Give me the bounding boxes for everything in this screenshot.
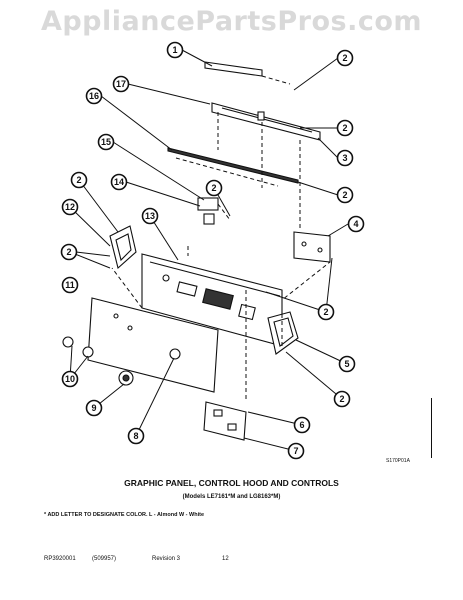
svg-text:13: 13 [145, 211, 155, 221]
callout-2b: 2 [336, 119, 354, 137]
callout-4: 4 [347, 215, 365, 233]
part-hood-bracket [211, 102, 321, 141]
svg-text:2: 2 [342, 123, 347, 133]
svg-text:2: 2 [342, 53, 347, 63]
part-right-bracket [293, 231, 331, 263]
diagram-subtitle: (Models LE7161*M and LG8163*M) [182, 494, 281, 500]
callout-15: 15 [97, 133, 115, 151]
svg-text:10: 10 [65, 374, 75, 384]
callout-1: 1 [166, 41, 184, 59]
watermark: AppliancePartsPros.com [40, 6, 423, 37]
color-footnote: * ADD LETTER TO DESIGNATE COLOR. L - Alm… [44, 512, 205, 518]
svg-text:2: 2 [211, 183, 216, 193]
svg-text:15: 15 [101, 137, 111, 147]
svg-text:1: 1 [172, 45, 177, 55]
callout-2a: 2 [336, 49, 354, 67]
part-graphic-panel [87, 297, 219, 393]
part-switch-bracket [197, 197, 231, 225]
svg-text:8: 8 [133, 431, 138, 441]
diagram-title: GRAPHIC PANEL, CONTROL HOOD AND CONTROLS [124, 478, 339, 488]
callout-2e: 2 [60, 243, 78, 261]
part-dial [118, 370, 134, 386]
svg-text:16: 16 [89, 91, 99, 101]
callout-11: 11 [61, 276, 79, 294]
part-bottom-bracket [203, 401, 247, 441]
svg-text:2: 2 [323, 307, 328, 317]
callout-9: 9 [85, 399, 103, 417]
callout-12: 12 [61, 198, 79, 216]
footer-page: 12 [222, 556, 229, 562]
footer-date: (509957) [92, 556, 117, 562]
part-right-end-cap [267, 311, 299, 355]
callout-3: 3 [336, 149, 354, 167]
callout-2c: 2 [205, 179, 223, 197]
callout-14: 14 [110, 173, 128, 191]
part-control-hood-cover [204, 61, 291, 85]
svg-text:17: 17 [116, 79, 126, 89]
callout-6: 6 [293, 416, 311, 434]
callout-2h: 2 [70, 171, 88, 189]
svg-text:2: 2 [339, 394, 344, 404]
callouts: 1 2 17 2 16 3 15 2 2 14 12 13 4 2 11 2 5… [60, 41, 365, 460]
svg-text:3: 3 [342, 153, 347, 163]
svg-text:6: 6 [299, 420, 304, 430]
callout-16: 16 [85, 87, 103, 105]
callout-2f: 2 [317, 303, 335, 321]
svg-text:9: 9 [91, 403, 96, 413]
callout-7: 7 [287, 442, 305, 460]
part-knobs [62, 336, 94, 358]
footer-doc-number: RP3920001 [44, 556, 76, 562]
svg-text:2: 2 [342, 190, 347, 200]
callout-8: 8 [127, 427, 145, 445]
callout-17: 17 [112, 75, 130, 93]
margin-rule [431, 398, 432, 458]
callout-5: 5 [338, 355, 356, 373]
svg-text:4: 4 [353, 219, 358, 229]
svg-text:14: 14 [114, 177, 124, 187]
assembly-guides [111, 112, 331, 400]
part-left-end-cap [109, 225, 137, 270]
footer-revision: Revision 3 [152, 556, 181, 562]
svg-text:2: 2 [76, 175, 81, 185]
svg-text:5: 5 [344, 359, 349, 369]
figure-reference-code: S170P01A [386, 458, 410, 464]
callout-10: 10 [61, 370, 79, 388]
svg-text:7: 7 [293, 446, 298, 456]
part-light-strip [167, 147, 299, 187]
svg-text:12: 12 [65, 202, 75, 212]
callout-2d: 2 [336, 186, 354, 204]
svg-text:2: 2 [66, 247, 71, 257]
callout-13: 13 [141, 207, 159, 225]
callout-2g: 2 [333, 390, 351, 408]
leader-lines [69, 49, 349, 452]
svg-text:11: 11 [65, 280, 75, 290]
